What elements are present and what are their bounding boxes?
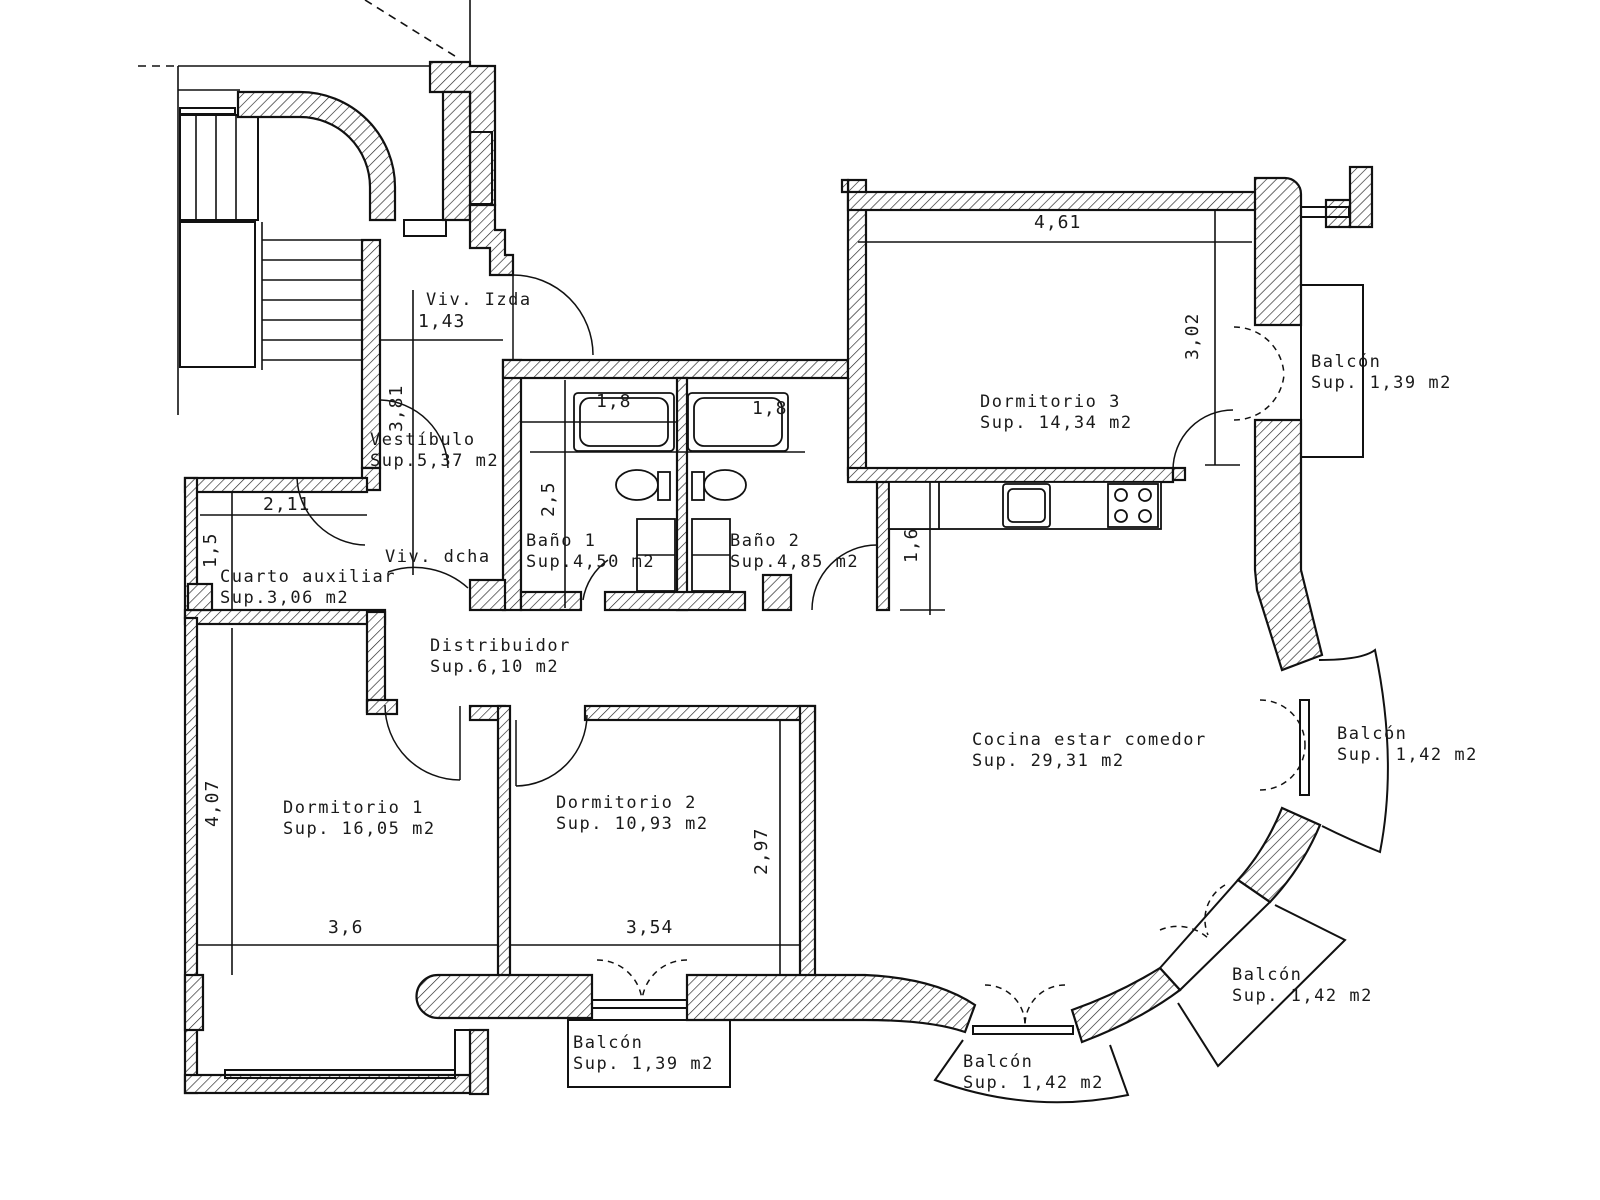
toilet-1 [615,469,659,501]
dim-vest-depth: 3,81 [386,385,407,432]
dim-bath-depth: 2,5 [538,481,559,517]
label-dormitorio1-name: Dormitorio 1 [283,798,424,818]
fixtures [573,392,1162,592]
curved-facade [972,699,1322,1044]
label-vestibulo-name: Vestíbulo [370,430,476,450]
stair-steps [261,222,362,370]
label-dormitorio3-name: Dormitorio 3 [980,392,1121,412]
label-bano1-area: Sup.4,50 m2 [526,552,655,572]
label-viv-dcha: Viv. dcha [385,547,491,567]
label-cocina-area: Sup. 29,31 m2 [972,751,1125,771]
dimension-lines [197,210,1252,975]
room-labels: Viv. Izda Viv. dcha Vestíbulo Sup.5,37 m… [220,290,1478,1093]
label-distribuidor-name: Distribuidor [430,636,571,656]
label-cuarto-auxiliar-area: Sup.3,06 m2 [220,588,349,608]
label-dormitorio2-area: Sup. 10,93 m2 [556,814,709,834]
label-dormitorio2-name: Dormitorio 2 [556,793,697,813]
cooktop [1107,483,1159,528]
walls [183,165,1374,1096]
label-balcon-se-name: Balcón [1232,965,1302,985]
dim-bath1-width: 1,8 [596,391,632,412]
doors [296,274,1306,1026]
label-cuarto-auxiliar-name: Cuarto auxiliar [220,567,396,587]
dim-d1-width: 3,6 [328,917,364,938]
dim-d1-depth: 4,07 [202,780,223,827]
dim-aux-width: 2,11 [263,494,310,515]
label-balcon-east-name: Balcón [1337,724,1407,744]
label-vestibulo-area: Sup.5,37 m2 [370,451,499,471]
label-viv-izda: Viv. Izda [426,290,532,310]
label-balcon-d2-area: Sup. 1,39 m2 [573,1054,714,1074]
label-dormitorio1-area: Sup. 16,05 m2 [283,819,436,839]
balconies [567,284,1389,1104]
label-bano1-name: Baño 1 [526,531,596,551]
dim-vest-width: 1,43 [418,311,465,332]
dim-d2-depth: 2,97 [751,828,772,875]
dim-d3-width: 4,61 [1034,212,1081,233]
toilet-2 [703,469,747,501]
label-balcon-d2-name: Balcón [573,1033,643,1053]
label-distribuidor-area: Sup.6,10 m2 [430,657,559,677]
label-balcon-d3-area: Sup. 1,39 m2 [1311,373,1452,393]
stairwell [138,0,515,415]
label-balcon-south-name: Balcón [963,1052,1033,1072]
dim-bath2-width: 1,8 [752,398,788,419]
label-balcon-d3-name: Balcón [1311,352,1381,372]
dim-kitchen-depth: 1,6 [901,527,922,563]
dim-aux-depth: 1,5 [200,532,221,568]
label-bano2-area: Sup.4,85 m2 [730,552,859,572]
dim-d2-width: 3,54 [626,917,673,938]
dim-d3-depth: 3,02 [1182,313,1203,360]
dimension-labels: 4,61 3,02 1,43 3,81 1,8 1,8 2,5 2,11 1,5… [200,212,1203,938]
label-bano2-name: Baño 2 [730,531,800,551]
label-cocina-name: Cocina estar comedor [972,730,1207,750]
label-dormitorio3-area: Sup. 14,34 m2 [980,413,1133,433]
label-balcon-se-area: Sup. 1,42 m2 [1232,986,1373,1006]
label-balcon-east-area: Sup. 1,42 m2 [1337,745,1478,765]
label-balcon-south-area: Sup. 1,42 m2 [963,1073,1104,1093]
